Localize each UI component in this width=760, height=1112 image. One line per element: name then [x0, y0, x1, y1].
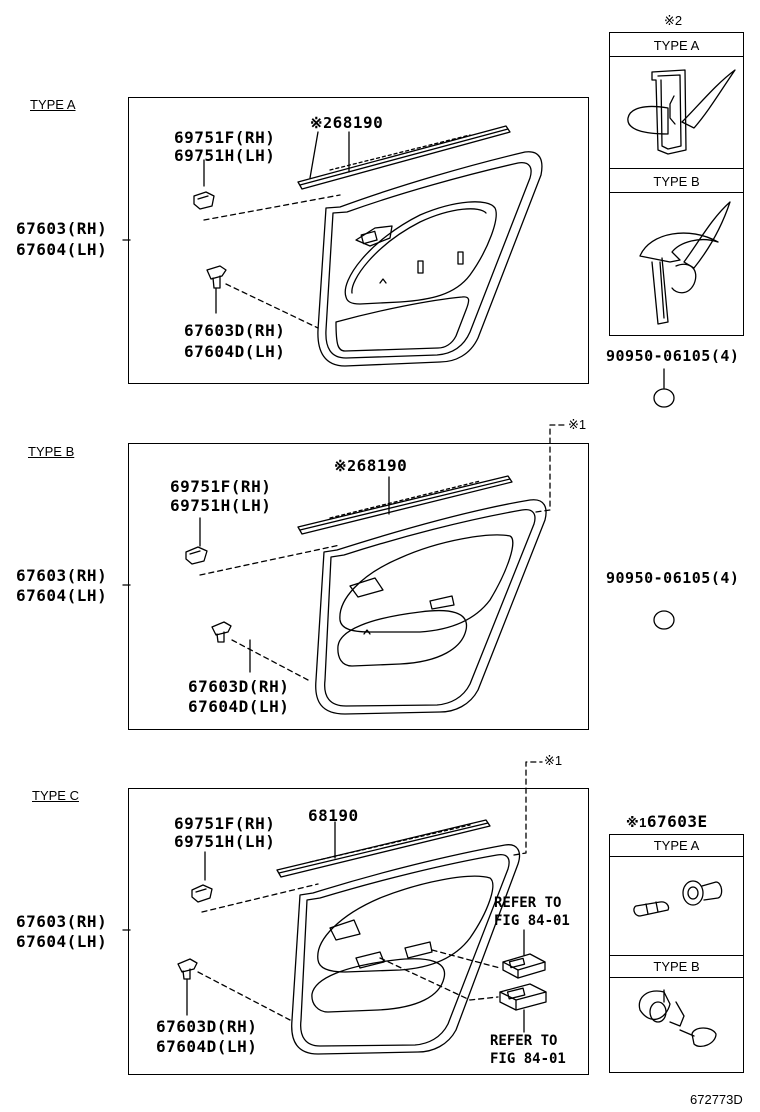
panel-b-clip-lh: 69751H(LH) [170, 496, 272, 515]
fastener-box-part-number: 67603E [646, 812, 708, 831]
clip-detail-box [609, 32, 744, 336]
panel-c-refer-bottom-line1[interactable]: REFER TO [490, 1033, 558, 1049]
panel-c-type-label: TYPE C [32, 788, 79, 803]
clip-box-type-a: TYPE A [653, 38, 700, 53]
clip-type-b-drawing [639, 201, 731, 325]
panel-c-clip-rh: 69751F(RH) [174, 814, 276, 833]
clip-box-divider-3 [610, 192, 743, 193]
fastener-box-type-b: TYPE B [653, 959, 700, 974]
panel-b-artwork [122, 475, 547, 715]
panel-a-weatherstrip-label: ※268190 [310, 113, 383, 133]
panel-b-note-mark: ※1 [568, 417, 587, 432]
panel-b-fastener-rh: 67603D(RH) [188, 677, 290, 696]
panel-c-weatherstrip-number: 68190 [308, 806, 359, 825]
panel-a-artwork [122, 125, 543, 367]
clip-type-a-drawing [627, 69, 736, 155]
panel-c-dashed-guides [197, 761, 543, 1021]
panel-b-ref-mark: ※2 [334, 457, 357, 475]
panel-a-weatherstrip-number: 68190 [332, 113, 384, 132]
panel-a-clip-rh: 69751F(RH) [174, 128, 276, 147]
panel-c-board-lh: 67604(LH) [16, 932, 108, 951]
panel-b-board-rh: 67603(RH) [16, 566, 108, 585]
panel-c-refer-top-line1[interactable]: REFER TO [494, 895, 562, 911]
clip-box-divider-1 [610, 56, 743, 57]
panel-b-fastener-lh: 67604D(LH) [188, 697, 290, 716]
panel-a-board-rh: 67603(RH) [16, 219, 108, 238]
panel-c-board-rh: 67603(RH) [16, 912, 108, 931]
clip-box-type-b: TYPE B [653, 174, 700, 189]
panel-a-type-label: TYPE A [30, 97, 76, 112]
clip-part-number-b: 90950-06105(4) [606, 569, 740, 587]
drawing-code: 672773D [690, 1092, 743, 1107]
panel-c-artwork [122, 819, 547, 1055]
fastener-box-header: ※167603E [626, 812, 708, 833]
panel-a-board-lh: 67604(LH) [16, 240, 108, 259]
fastener-box-type-a: TYPE A [653, 838, 700, 853]
panel-c-fastener-rh: 67603D(RH) [156, 1017, 258, 1036]
panel-c-frame [128, 788, 589, 1075]
panel-b-clip-rh: 69751F(RH) [170, 477, 272, 496]
clip-box-mark: ※2 [664, 13, 683, 28]
fastener-box-divider-1 [610, 856, 743, 857]
panel-a-fastener-lh: 67604D(LH) [184, 342, 286, 361]
panel-c-refer-bottom-line2[interactable]: FIG 84-01 [490, 1051, 566, 1067]
panel-a-clip-lh: 69751H(LH) [174, 146, 276, 165]
panel-b-weatherstrip-number: 68190 [356, 456, 408, 475]
fastener-box-divider-2 [610, 955, 743, 956]
clip-part-number-a: 90950-06105(4) [606, 347, 740, 365]
panel-a-ref-mark: ※2 [310, 114, 333, 132]
plug-b-drawing [653, 610, 675, 630]
panel-c-fastener-lh: 67604D(LH) [156, 1037, 258, 1056]
plug-a-drawing [653, 368, 675, 408]
fastener-detail-box [609, 834, 744, 1073]
panel-c-note-mark: ※1 [544, 753, 563, 768]
panel-b-frame [128, 443, 589, 730]
fastener-type-a-drawing [633, 880, 723, 917]
fastener-box-mark: ※1 [626, 815, 647, 830]
clip-box-divider-2 [610, 168, 743, 169]
panel-a-dashed-guides [203, 194, 341, 329]
panel-b-weatherstrip-label: ※268190 [334, 456, 407, 476]
panel-b-dashed-guides [199, 424, 567, 681]
panel-a-fastener-rh: 67603D(RH) [184, 321, 286, 340]
panel-c-clip-lh: 69751H(LH) [174, 832, 276, 851]
panel-a-frame [128, 97, 589, 384]
panel-c-refer-top-line2[interactable]: FIG 84-01 [494, 913, 570, 929]
fastener-type-b-drawing [638, 989, 717, 1048]
panel-b-board-lh: 67604(LH) [16, 586, 108, 605]
fastener-box-divider-3 [610, 977, 743, 978]
panel-b-type-label: TYPE B [28, 444, 75, 459]
